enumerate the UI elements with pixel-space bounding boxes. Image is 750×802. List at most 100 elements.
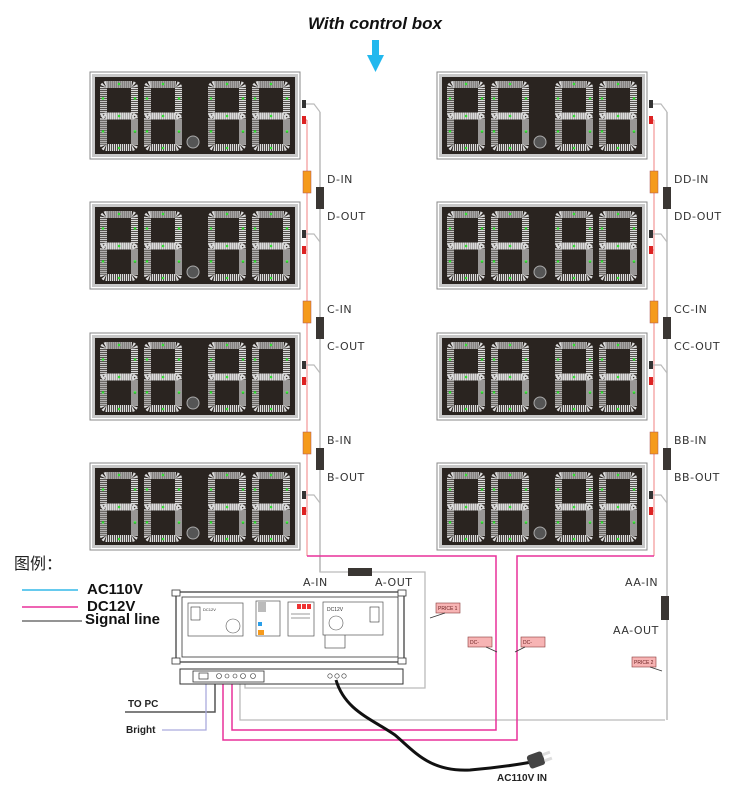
led-dot xyxy=(600,521,604,524)
tag-dc-minus-1-text: DC- xyxy=(470,640,479,646)
led-dot xyxy=(464,114,468,118)
signal-port xyxy=(649,361,653,369)
led-dot xyxy=(588,521,592,524)
aa-in-label: AA-IN xyxy=(625,576,658,589)
legend-label-signal: Signal line xyxy=(85,611,160,628)
led-dot xyxy=(241,227,245,230)
in-label: B-IN xyxy=(327,434,352,447)
led-dot xyxy=(253,97,257,100)
led-dot xyxy=(508,473,512,477)
led-dot xyxy=(177,488,181,491)
led-dot xyxy=(209,130,213,133)
led-dot xyxy=(269,82,273,86)
led-dot xyxy=(225,407,229,411)
led-panel-right-4 xyxy=(436,462,648,551)
connectors-layer xyxy=(302,100,671,620)
led-dot xyxy=(556,130,560,133)
led-dot xyxy=(588,227,592,230)
led-dot xyxy=(588,130,592,133)
led-dot xyxy=(492,488,496,491)
led-dot xyxy=(508,212,512,216)
a-in-label: A-IN xyxy=(303,576,328,589)
led-dot xyxy=(241,391,245,394)
diagram-title: With control box xyxy=(308,14,443,33)
led-dot xyxy=(285,358,289,361)
led-dot xyxy=(225,343,229,347)
led-dot xyxy=(632,227,636,230)
signal-port xyxy=(649,230,653,238)
led-dot xyxy=(117,343,121,347)
signal-branch xyxy=(306,103,321,113)
led-dot xyxy=(161,82,165,86)
led-dot xyxy=(225,82,229,86)
in-label: BB-IN xyxy=(674,434,707,447)
led-dot xyxy=(117,244,121,248)
led-dot xyxy=(556,227,560,230)
led-dot xyxy=(285,97,289,100)
control-box: DC12V DC12V xyxy=(171,589,407,685)
led-dot xyxy=(209,227,213,230)
led-dot xyxy=(464,537,468,541)
led-dot xyxy=(448,97,452,100)
led-dot xyxy=(556,391,560,394)
led-dot xyxy=(285,130,289,133)
led-dot xyxy=(616,114,620,118)
out-connector xyxy=(663,317,671,339)
led-dot xyxy=(177,130,181,133)
led-dot xyxy=(133,260,137,263)
led-dot xyxy=(524,391,528,394)
led-dot xyxy=(492,358,496,361)
led-dot xyxy=(572,537,576,541)
led-dot xyxy=(269,212,273,216)
led-dot xyxy=(464,146,468,150)
bright-wire xyxy=(162,684,207,731)
led-dot xyxy=(133,227,137,230)
led-dot xyxy=(616,505,620,509)
led-dot xyxy=(464,276,468,280)
led-dot xyxy=(209,521,213,524)
led-dot xyxy=(161,343,165,347)
tag-price1-text: PRICE 1 xyxy=(438,606,458,612)
signal-branch xyxy=(306,494,321,504)
labels-layer: D-IND-OUTC-INC-OUTB-INB-OUTDD-INDD-OUTCC… xyxy=(303,173,721,637)
led-dot xyxy=(241,521,245,524)
led-dot xyxy=(616,276,620,280)
to-pc-label: TO PC xyxy=(128,699,158,710)
led-dot xyxy=(133,488,137,491)
led-dot xyxy=(145,130,149,133)
led-dot xyxy=(269,505,273,509)
light-sensor-icon xyxy=(533,396,547,410)
led-dot xyxy=(572,276,576,280)
led-dot xyxy=(572,407,576,411)
power-port xyxy=(649,246,653,254)
led-dot xyxy=(480,130,484,133)
led-dot xyxy=(524,260,528,263)
signal-branch xyxy=(653,494,668,504)
ac-plug-icon xyxy=(334,679,553,772)
led-dot xyxy=(225,276,229,280)
led-dot xyxy=(464,375,468,379)
led-dot xyxy=(600,260,604,263)
light-sensor-icon xyxy=(186,526,200,540)
tag-dc-minus-2-text: DC- xyxy=(523,640,532,646)
legend: 图例： AC110V DC12V Signal line xyxy=(14,554,160,628)
led-dot xyxy=(269,343,273,347)
light-sensor-icon xyxy=(533,526,547,540)
led-dot xyxy=(616,343,620,347)
led-dot xyxy=(101,227,105,230)
led-dot xyxy=(632,260,636,263)
led-panel-left-4 xyxy=(89,462,301,551)
led-dot xyxy=(225,212,229,216)
led-dot xyxy=(600,130,604,133)
led-dot xyxy=(632,130,636,133)
signal-port xyxy=(302,230,306,238)
led-dot xyxy=(253,488,257,491)
led-dot xyxy=(572,505,576,509)
led-dot xyxy=(508,375,512,379)
led-dot xyxy=(269,146,273,150)
led-dot xyxy=(632,391,636,394)
led-dot xyxy=(492,97,496,100)
signal-wire-a xyxy=(244,556,426,689)
light-sensor-icon xyxy=(533,135,547,149)
led-dot xyxy=(253,260,257,263)
